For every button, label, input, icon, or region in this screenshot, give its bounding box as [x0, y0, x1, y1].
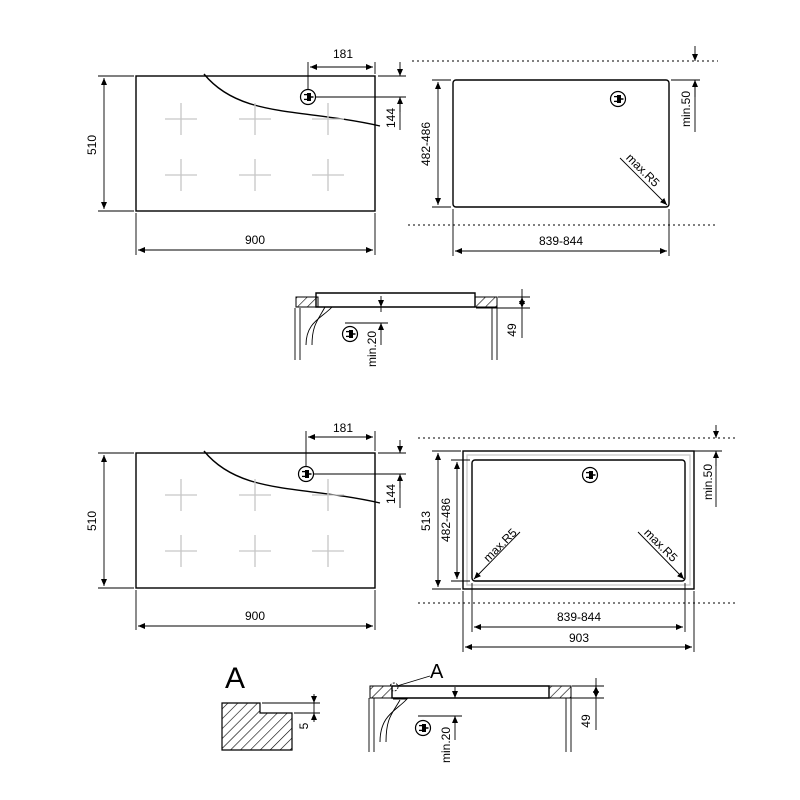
dim-plug-y: 144: [384, 108, 398, 128]
bottom-hob-plan: 181 144 510 900: [85, 421, 406, 630]
top-hob-plan: 181 144 510 900: [85, 47, 406, 255]
dim-depth: 49: [579, 714, 593, 728]
dim-cutout-width: 839-844: [539, 234, 583, 248]
plug-icon: [341, 325, 359, 343]
radius-label: max.R5: [623, 151, 662, 190]
dim-step: 5: [297, 722, 311, 729]
plug-icon: [297, 465, 315, 483]
detail-label: A: [225, 662, 245, 695]
dim-outer-width: 903: [569, 631, 589, 645]
dim-plug-x: 181: [333, 421, 353, 435]
radius-label-right: max.R5: [641, 526, 680, 565]
plug-icon: [414, 719, 432, 737]
plug-icon: [609, 90, 627, 108]
dim-cutout-width: 839-844: [557, 610, 601, 624]
detail-a: A 5: [221, 662, 320, 751]
radius-label-left: max.R5: [481, 525, 520, 564]
dim-min-gap: min.20: [439, 727, 453, 763]
bottom-cutout-plan: min.50 max.R5 max.R5 513 482-486 839-844…: [418, 425, 738, 652]
plug-icon: [299, 88, 317, 106]
dim-width: 900: [245, 609, 265, 623]
dim-min-clearance: min.50: [679, 91, 693, 127]
dim-plug-x: 181: [333, 47, 353, 61]
dim-cutout-height: 482-486: [439, 498, 453, 542]
dim-height: 510: [85, 135, 99, 155]
bottom-section-view: A min.20 49: [368, 661, 604, 763]
top-cutout-plan: min.50 max.R5 482-486 839-844: [408, 46, 718, 256]
dim-depth: 49: [505, 323, 519, 337]
top-section-view: min.20 49: [294, 289, 530, 367]
dim-outer-height: 513: [419, 511, 433, 531]
dim-cutout-height: 482-486: [419, 122, 433, 166]
detail-callout: A: [430, 661, 444, 683]
plug-icon: [581, 466, 599, 484]
dim-width: 900: [245, 233, 265, 247]
dim-plug-y: 144: [384, 484, 398, 504]
dim-height: 510: [85, 511, 99, 531]
dim-min-gap: min.20: [365, 331, 379, 367]
dim-min-clearance: min.50: [701, 464, 715, 500]
